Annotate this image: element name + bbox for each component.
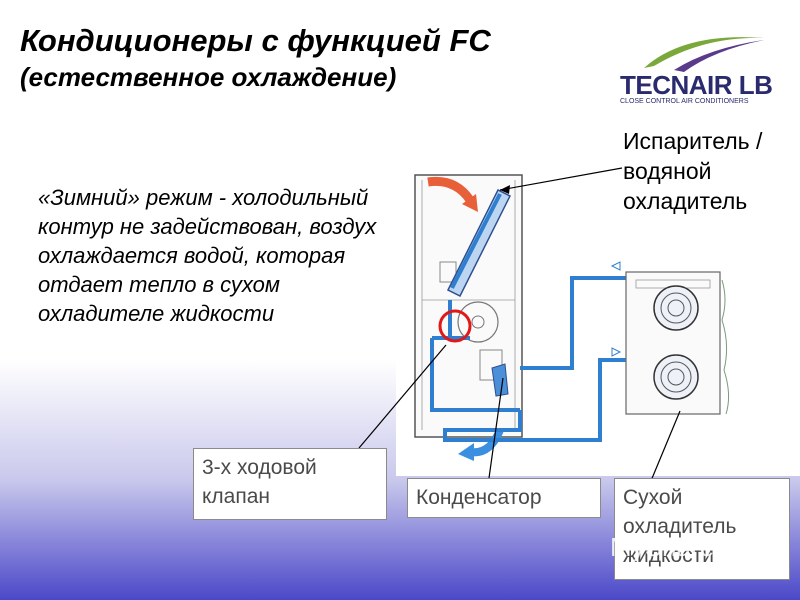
label-three-way-valve: 3-х ходовой клапан — [193, 448, 387, 520]
dry-cooler — [625, 271, 730, 415]
watermark-text: MyShared — [610, 532, 729, 562]
leader-arrowhead — [500, 185, 510, 194]
title-line-1: Кондиционеры с функцией FC — [20, 23, 491, 58]
logo-swoosh-icon — [644, 37, 764, 72]
slide-title: Кондиционеры с функцией FC (естественное… — [20, 22, 491, 94]
condenser-exchanger — [491, 363, 509, 397]
label-evaporator: Испаритель / водяной охладитель — [623, 128, 763, 214]
title-line-2: (естественное охлаждение) — [20, 62, 397, 92]
flow-arrows — [610, 261, 622, 357]
winter-mode-description: «Зимний» режим - холодильный контур не з… — [38, 185, 377, 326]
warm-air-arrow-icon — [427, 176, 478, 212]
evaporator-coil — [446, 188, 512, 298]
cool-air-arrow-icon — [458, 428, 504, 461]
water-pipes — [430, 276, 640, 442]
tecnair-logo: TECNAIR LB CLOSE CONTROL AIR CONDITIONER… — [614, 30, 774, 110]
logo-name: TECNAIR LB — [620, 70, 773, 100]
label-dry-cooler: Сухой охладитель жидкости — [614, 478, 790, 580]
label-condenser: Конденсатор — [407, 478, 601, 518]
leader-lines — [358, 167, 681, 489]
logo-tagline: CLOSE CONTROL AIR CONDITIONERS — [620, 98, 749, 105]
three-way-valve-highlight — [438, 309, 472, 343]
